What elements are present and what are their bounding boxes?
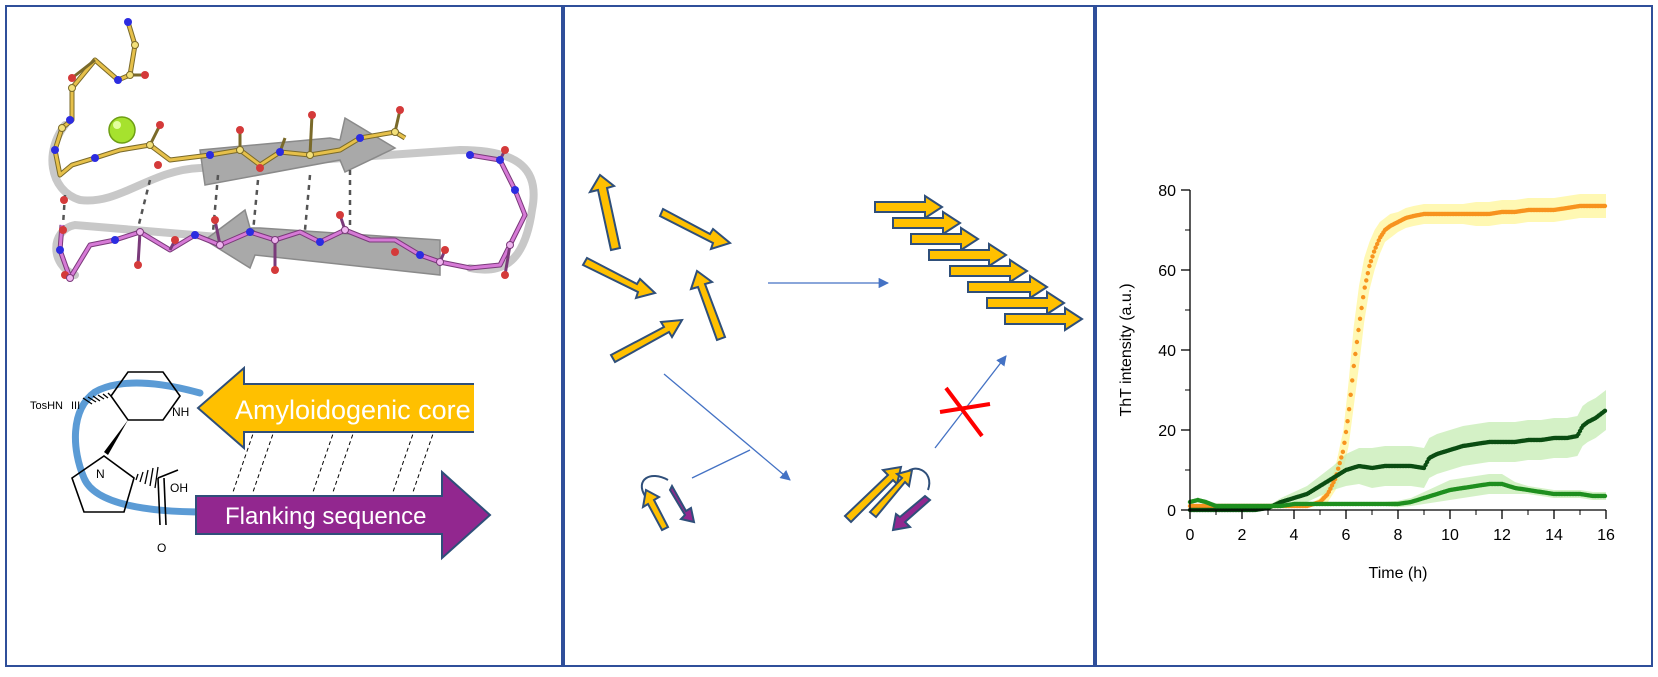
monomer-arrow [689, 269, 727, 342]
fibril-stack [874, 194, 1084, 332]
peptide-structure-icon [48, 18, 538, 282]
monomer-arrow [658, 207, 733, 251]
series-0-point [1364, 278, 1369, 283]
series-0-point [1367, 263, 1372, 269]
series-0-point [1370, 254, 1375, 259]
y-tick-label: 80 [1158, 183, 1176, 200]
oh-label: OH [170, 481, 188, 495]
x-tick-label: 0 [1186, 527, 1195, 544]
series-0-point [1343, 429, 1349, 435]
series-0-point [1602, 203, 1608, 209]
y-tick-label: 60 [1158, 263, 1176, 280]
series-0-point [1373, 245, 1378, 250]
svg-text:III: III [71, 400, 80, 412]
x-axis-label: Time (h) [1369, 565, 1428, 582]
series-0-point [1357, 316, 1363, 321]
y-ticks: 0 20 40 60 80 [1158, 183, 1190, 520]
series-2-point [1602, 493, 1608, 499]
series-0-point [1350, 378, 1355, 383]
series-0-point [1368, 259, 1374, 264]
x-tick-label: 10 [1441, 527, 1459, 544]
red-x-blocked-icon [939, 386, 991, 438]
n-label: N [96, 467, 105, 481]
series-1-point [1602, 408, 1608, 413]
x-tick-label: 12 [1493, 527, 1511, 544]
y-tick-label: 40 [1158, 343, 1176, 360]
series-0-point [1371, 249, 1377, 254]
y-axis-label: ThT intensity (a.u.) [1118, 283, 1135, 416]
panel-left-frame [5, 5, 563, 667]
x-tick-label: 4 [1290, 527, 1299, 544]
series-0-point [1356, 327, 1361, 333]
y-tick-label: 0 [1167, 503, 1176, 520]
series-0-point [1340, 449, 1346, 455]
monomer-arrow [609, 318, 684, 364]
tht-chart: 0 20 40 60 80 0 2 4 6 8 10 12 14 16 Time (h) ThT int… [1118, 183, 1615, 582]
flanking-sequence-arrow: Flanking sequence [195, 469, 492, 561]
series-1-error-band [1190, 390, 1606, 510]
data-points [1187, 203, 1608, 513]
series-0-point [1354, 339, 1360, 345]
monomer-arrow [587, 173, 622, 252]
monomer-arrow [581, 256, 658, 300]
x-tick-label: 16 [1597, 527, 1615, 544]
series-0-point [1362, 285, 1367, 290]
series-0-point [1336, 466, 1341, 471]
hairpin-monomer [640, 475, 696, 532]
series-0-point [1337, 460, 1342, 466]
series-0-point [1360, 295, 1366, 300]
flank-label: Flanking sequence [225, 503, 426, 530]
x-tick-label: 8 [1394, 527, 1403, 544]
panel-right-frame [1095, 5, 1653, 667]
series-0-point [1353, 351, 1358, 357]
nh-label: NH [172, 405, 189, 419]
error-bands [1190, 194, 1606, 510]
y-tick-label: 20 [1158, 423, 1176, 440]
o-label: O [157, 541, 166, 555]
x-ticks: 0 2 4 6 8 10 12 14 16 [1186, 510, 1615, 544]
series-0-point [1359, 305, 1364, 311]
tos-label: TosHN [30, 400, 63, 412]
amyloidogenic-core-arrow: Amyloidogenic core [196, 366, 474, 451]
x-tick-label: 14 [1545, 527, 1563, 544]
series-0-point [1351, 363, 1357, 369]
aggregation-scheme [581, 173, 1084, 532]
pairing-lines [232, 427, 436, 493]
x-tick-label: 2 [1238, 527, 1247, 544]
series-0-point [1339, 455, 1344, 460]
core-label: Amyloidogenic core [235, 395, 471, 425]
series-0-point [1342, 440, 1347, 445]
series-0-point [1375, 241, 1380, 247]
series-0-point [1346, 407, 1352, 412]
green-ion [108, 116, 136, 144]
turn-mimic-molecule: TosHN III NH N OH O [30, 371, 209, 555]
panel-middle-frame [563, 5, 1095, 667]
blocked-dimer [843, 465, 932, 532]
series-0-point [1345, 419, 1350, 424]
series-0-point [1348, 392, 1353, 397]
series-0-point [1365, 271, 1371, 276]
x-tick-label: 6 [1342, 527, 1351, 544]
